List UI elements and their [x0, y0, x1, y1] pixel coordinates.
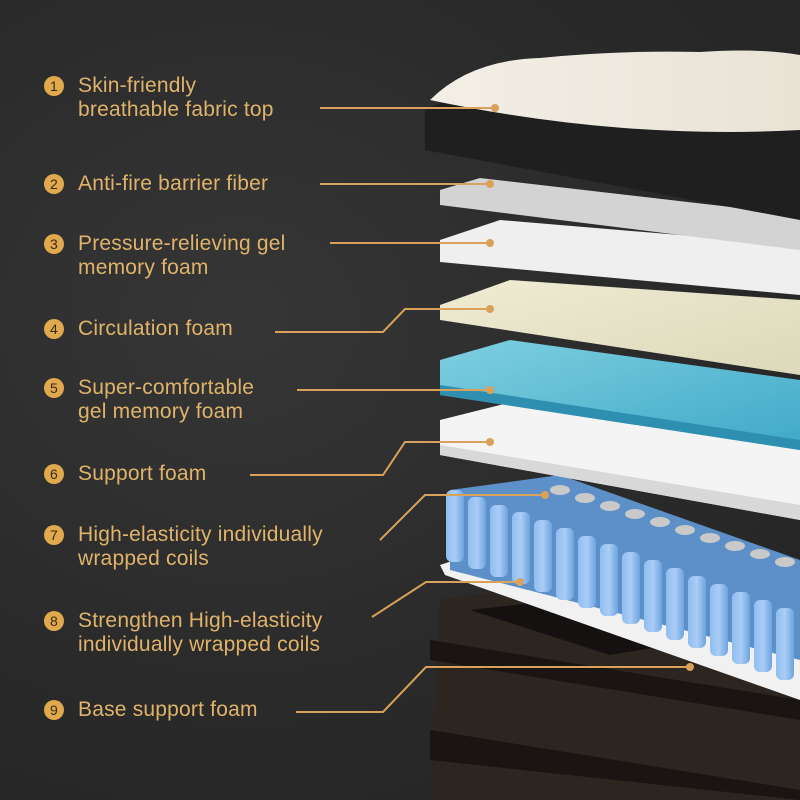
label-line-1: Circulation foam: [78, 317, 233, 340]
number-badge: 5: [44, 378, 64, 398]
number-badge: 3: [44, 234, 64, 254]
number-badge: 8: [44, 611, 64, 631]
layer-label-4: 4 Circulation foam: [44, 317, 233, 341]
layer-2-fiber: [440, 178, 800, 250]
layer-7-coils: [446, 475, 800, 680]
layer-label-2: 2 Anti-fire barrier fiber: [44, 172, 268, 196]
number-badge: 9: [44, 700, 64, 720]
layer-label-6: 6 Support foam: [44, 462, 206, 486]
label-line-1: Pressure-relieving gel: [78, 232, 286, 255]
label-line-2: memory foam: [78, 256, 209, 279]
layer-label-9: 9 Base support foam: [44, 698, 258, 722]
number-badge: 6: [44, 464, 64, 484]
layer-4-circulation-foam: [440, 280, 800, 375]
layer-5-gel-foam: [440, 340, 800, 450]
leader-lines: [250, 107, 690, 713]
label-line-1: Anti-fire barrier fiber: [78, 172, 269, 195]
label-line-2: individually wrapped coils: [78, 633, 321, 656]
label-line-2: gel memory foam: [78, 400, 244, 423]
number-badge: 1: [44, 76, 64, 96]
layer-label-5: 5 Super-comfortable gel memory foam: [44, 376, 254, 424]
label-line-2: breathable fabric top: [78, 98, 274, 121]
leader-dots: [486, 104, 694, 671]
label-line-1: Strengthen High-elasticity: [78, 609, 323, 632]
layer-label-8: 8 Strengthen High-elasticity individuall…: [44, 609, 323, 657]
layer-label-1: 1 Skin-friendly breathable fabric top: [44, 74, 274, 122]
layer-label-3: 3 Pressure-relieving gel memory foam: [44, 232, 286, 280]
label-line-1: Skin-friendly: [78, 74, 197, 97]
label-line-1: Base support foam: [78, 698, 258, 721]
number-badge: 4: [44, 319, 64, 339]
number-badge: 7: [44, 525, 64, 545]
label-line-1: Super-comfortable: [78, 376, 255, 399]
label-line-1: Support foam: [78, 462, 207, 485]
layer-6-support-foam: [440, 400, 800, 520]
label-line-2: wrapped coils: [78, 547, 209, 570]
number-badge: 2: [44, 174, 64, 194]
layer-8-coil-base: [440, 555, 800, 700]
label-line-1: High-elasticity individually: [78, 523, 323, 546]
layer-label-7: 7 High-elasticity individually wrapped c…: [44, 523, 323, 571]
layer-1-top: [425, 50, 800, 220]
